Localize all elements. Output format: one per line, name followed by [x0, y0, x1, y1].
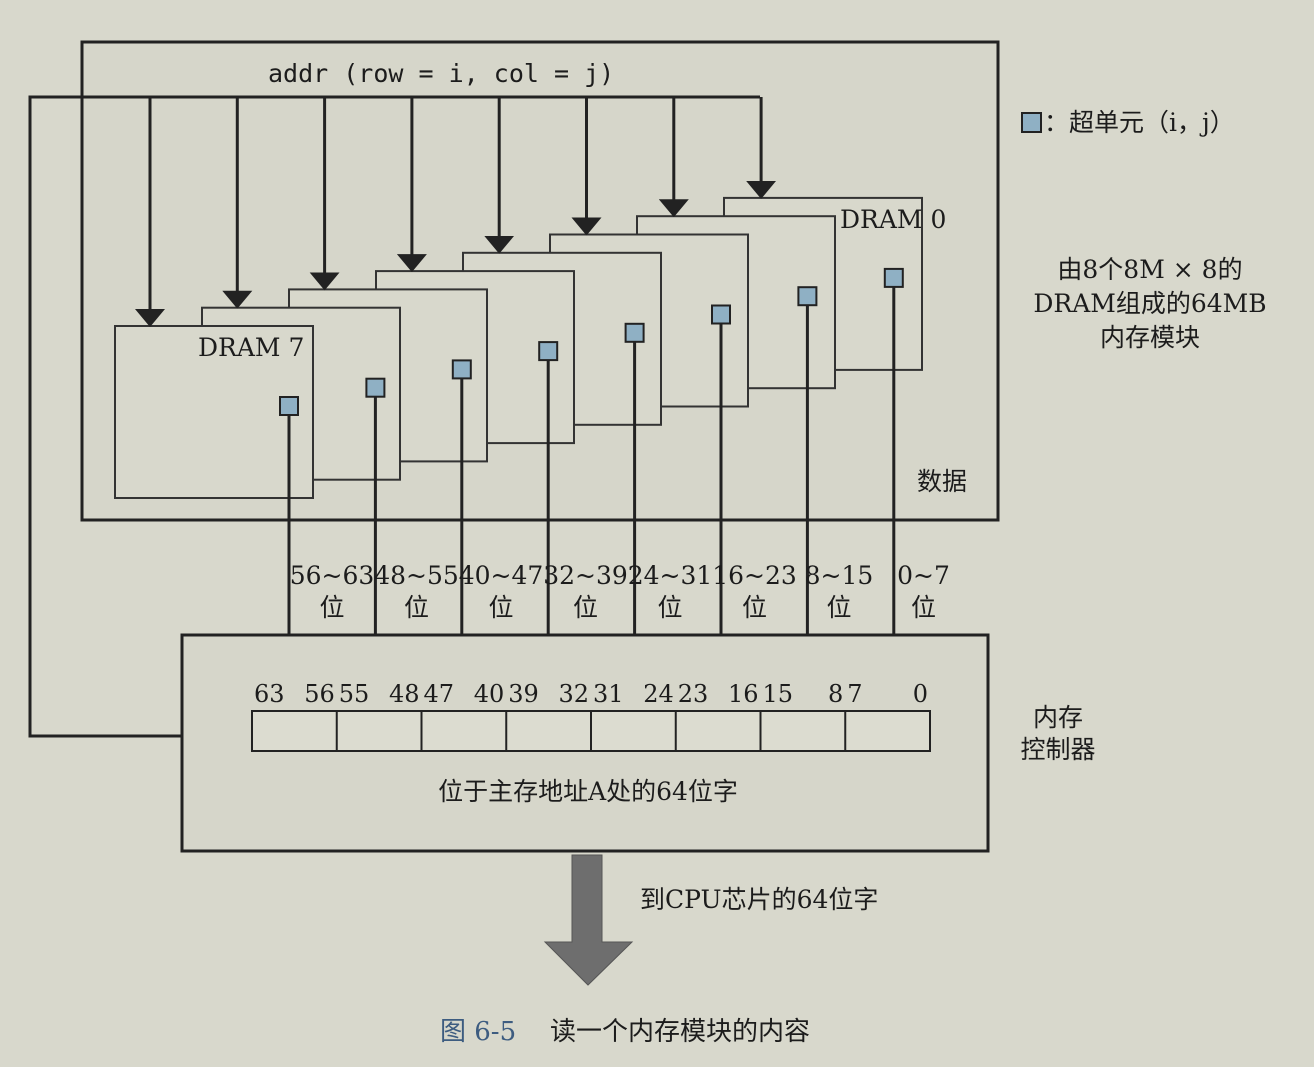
data-label: 数据 [917, 467, 967, 496]
supercell-4 [538, 341, 559, 362]
bit-number-48: 48 [389, 680, 420, 708]
bit-number-32: 32 [558, 680, 589, 708]
figure-title: 读一个内存模块的内容 [550, 1017, 810, 1047]
bit-range-6: 8~15 [805, 561, 874, 590]
supercell-1 [797, 286, 818, 307]
bit-range-5: 16~23 [712, 561, 797, 590]
controller-label-line-1: 内存 [1033, 703, 1083, 732]
address-bus-line [28, 95, 760, 738]
bit-number-16: 16 [728, 680, 759, 708]
bit-number-0: 0 [913, 680, 928, 708]
dram-7-label: DRAM 7 [198, 333, 304, 362]
dram-0-label: DRAM 0 [840, 205, 946, 234]
bit-number-31: 31 [593, 680, 624, 708]
bit-number-40: 40 [474, 680, 505, 708]
figure-number: 图 6-5 [440, 1017, 516, 1047]
address-arrows [135, 97, 777, 327]
bit-range-0: 56~63 [290, 561, 375, 590]
bit-number-63: 63 [254, 680, 285, 708]
output-arrow-icon [543, 854, 634, 986]
bit-number-7: 7 [847, 680, 862, 708]
bit-range-unit-1: 位 [404, 593, 429, 622]
bit-number-39: 39 [508, 680, 539, 708]
bit-range-3: 32~39 [543, 561, 628, 590]
supercell-0 [883, 267, 904, 288]
bit-range-4: 24~31 [628, 561, 713, 590]
supercell-7 [279, 396, 299, 416]
word-register-cells [335, 711, 847, 751]
word-label: 位于主存地址A处的64位字 [438, 777, 738, 806]
bit-number-23: 23 [678, 680, 709, 708]
bit-range-1: 48~55 [374, 561, 459, 590]
supercell-2 [711, 304, 731, 325]
supercell-3 [624, 322, 645, 343]
bit-number-15: 15 [763, 680, 794, 708]
module-desc-line-3: 内存模块 [1100, 323, 1200, 352]
module-desc-line-2: DRAM组成的64MB [1033, 289, 1266, 318]
bit-range-unit-3: 位 [573, 593, 598, 622]
data-lines [274, 267, 909, 674]
module-desc-line-1: 由8个8M × 8的 [1057, 255, 1242, 284]
controller-label-line-2: 控制器 [1020, 735, 1095, 764]
bit-range-unit-6: 位 [826, 593, 851, 622]
bit-range-labels: 56~63 位 48~55 位 40~47 位 32~39 位 24~31 位 16~23 位 8~15… [290, 561, 950, 622]
bit-number-55: 55 [339, 680, 370, 708]
bit-range-unit-4: 位 [657, 593, 682, 622]
supercell-6 [365, 377, 386, 398]
bit-number-56: 56 [304, 680, 335, 708]
output-label: 到CPU芯片的64位字 [640, 885, 878, 914]
bit-range-unit-0: 位 [319, 593, 344, 622]
addr-label: addr (row = i, col = j) [268, 59, 614, 88]
bit-range-unit-2: 位 [488, 593, 513, 622]
supercell-legend-icon [1021, 112, 1042, 133]
legend-text: ：超单元（i，j） [1044, 108, 1235, 137]
bit-range-2: 40~47 [459, 561, 544, 590]
bit-range-7: 0~7 [897, 561, 950, 590]
bit-range-unit-7: 位 [911, 593, 936, 622]
bit-number-24: 24 [643, 680, 674, 708]
bit-number-8: 8 [828, 680, 843, 708]
supercell-5 [451, 359, 472, 380]
bit-range-unit-5: 位 [742, 593, 767, 622]
bit-number-47: 47 [424, 680, 455, 708]
